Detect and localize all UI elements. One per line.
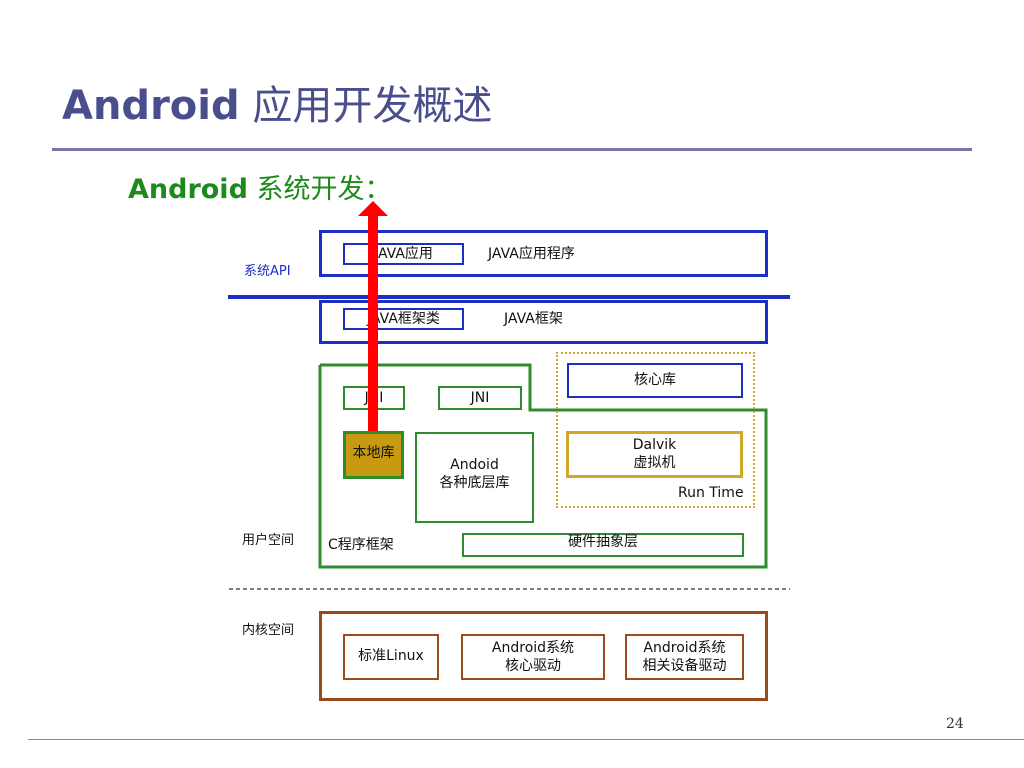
jni-right-box [438,386,522,410]
slide-title-cjk: 应用开发概述 [252,83,493,129]
device-driver-box [625,634,744,680]
arrow-head-icon [358,201,388,216]
title-divider [52,148,972,151]
hal-box [462,533,744,557]
core-library-label: 核心库 [634,372,676,388]
dalvik-vm-label-line2: 虚拟机 [633,455,676,471]
device-driver-label-line1: Android系统 [643,640,726,656]
java-app-layer [319,230,768,277]
base-libraries-label-line1: Andoid [450,457,499,473]
kernel-layer [319,611,768,701]
jni-right-label: JNI [470,390,490,406]
base-libraries-label-line2: 各种底层库 [439,475,510,491]
linux-box [343,634,439,680]
dalvik-vm-label-line1: Dalvik [632,437,677,453]
java-framework-box-label: JAVA框架类 [367,311,440,327]
java-framework-layer [319,300,768,344]
java-app-layer-label: JAVA应用程序 [488,246,575,262]
system-api-label: 系统API [244,264,291,279]
runtime-label: Run Time [678,485,744,501]
device-driver-label-line2: 相关设备驱动 [642,658,727,674]
native-library-label: 本地库 [352,445,395,461]
user-space-label: 用户空间 [242,533,295,548]
slide-title: Android 应用开发概述 [62,78,492,134]
kernel-space-label: 内核空间 [242,623,295,638]
java-framework-box [343,308,464,330]
page-number: 24 [946,716,964,732]
dalvik-vm-box [566,431,743,478]
core-driver-box [461,634,605,680]
java-app-box [343,243,464,265]
slide-title-latin: Android [62,83,240,129]
arrow-shaft [368,212,378,431]
java-app-box-label: JAVA应用 [374,246,433,262]
core-library-box [567,363,743,398]
c-framework-label: C程序框架 [328,537,394,553]
slide-subtitle-cjk: 系统开发： [256,174,392,205]
hal-label: 硬件抽象层 [568,534,638,550]
linux-label: 标准Linux [358,648,424,664]
runtime-area [556,352,755,508]
slide-subtitle-latin: Android [128,174,248,205]
slide-subtitle: Android 系统开发： [128,170,392,210]
base-libraries-box [415,432,534,523]
footer-rule [28,739,1024,740]
core-driver-label-line2: 核心驱动 [505,658,561,674]
system-api-line [228,295,790,299]
java-framework-layer-label: JAVA框架 [504,311,563,327]
core-driver-label-line1: Android系统 [491,640,575,656]
native-library-box [343,431,404,479]
